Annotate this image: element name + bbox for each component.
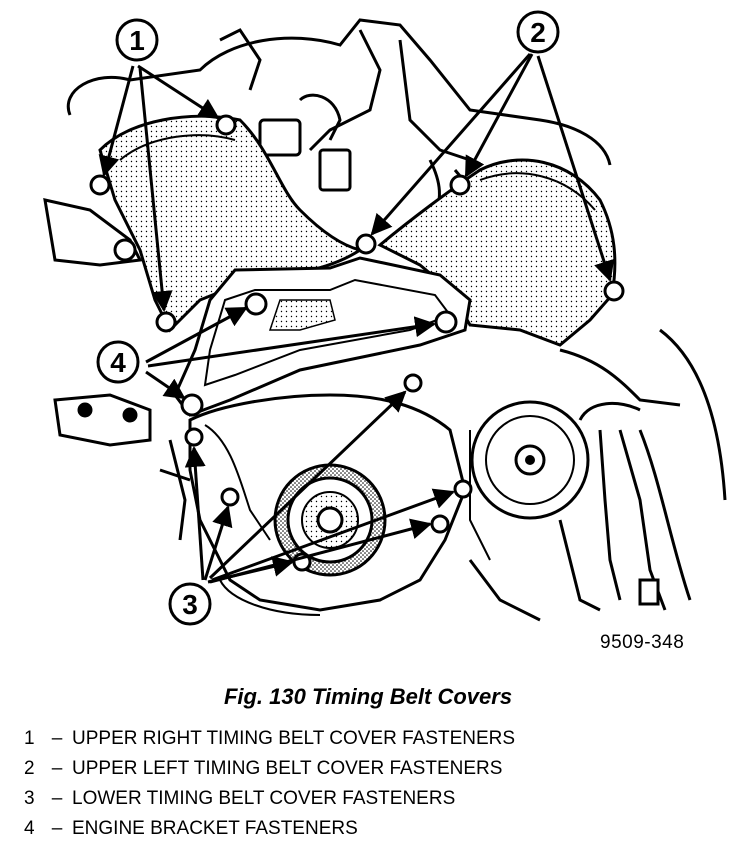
accessory-pulley (469, 400, 590, 561)
legend-item: 2–UPPER LEFT TIMING BELT COVER FASTENERS (24, 754, 515, 784)
crankshaft-damper (273, 463, 387, 577)
legend-text: LOWER TIMING BELT COVER FASTENERS (72, 788, 456, 809)
fastener-4a (244, 292, 268, 316)
svg-text:3: 3 (182, 589, 198, 620)
legend-number: 3 (24, 788, 35, 809)
fastener-1c (155, 311, 177, 333)
legend-number: 4 (24, 818, 35, 839)
fastener-4b (434, 310, 458, 334)
legend-item: 1–UPPER RIGHT TIMING BELT COVER FASTENER… (24, 724, 515, 754)
fastener-3a (184, 427, 204, 447)
hoses-and-lines (468, 328, 727, 622)
fastener-2a (355, 233, 377, 255)
legend-number: 1 (24, 728, 35, 749)
legend-text: UPPER RIGHT TIMING BELT COVER FASTENERS (72, 728, 516, 749)
engine-block (66, 18, 612, 241)
callout-4: 4 (96, 340, 140, 384)
fastener-3e (453, 479, 473, 499)
callout-2: 2 (516, 10, 560, 54)
fastener-4c (180, 393, 204, 417)
leader-lines (98, 53, 615, 584)
fastener-1b (215, 114, 237, 136)
svg-text:2: 2 (530, 17, 546, 48)
fastener-1a (89, 174, 111, 196)
fastener-2b (449, 174, 471, 196)
left-bracket (43, 198, 191, 541)
engine-illustration: 1 2 3 4 (43, 10, 727, 626)
legend-dash: – (51, 788, 63, 809)
callout-1: 1 (115, 18, 159, 62)
svg-text:4: 4 (110, 347, 126, 378)
legend-dash: – (51, 818, 63, 839)
svg-text:1: 1 (129, 25, 145, 56)
drawing-id: 9509-348 (600, 632, 685, 653)
figure-caption: Fig. 130 Timing Belt Covers (223, 684, 513, 709)
callout-3: 3 (168, 582, 212, 626)
legend-item: 4–ENGINE BRACKET FASTENERS (24, 814, 515, 844)
legend: 1–UPPER RIGHT TIMING BELT COVER FASTENER… (24, 724, 515, 844)
legend-dash: – (51, 728, 63, 749)
legend-text: ENGINE BRACKET FASTENERS (72, 818, 358, 839)
legend-dash: – (51, 758, 63, 779)
fastener-3d (430, 514, 450, 534)
fasteners (89, 114, 625, 572)
fastener-2c (603, 280, 625, 302)
fastener-3f (403, 373, 423, 393)
fastener-3b (220, 487, 240, 507)
legend-item: 3–LOWER TIMING BELT COVER FASTENERS (24, 784, 515, 814)
legend-number: 2 (24, 758, 35, 779)
legend-text: UPPER LEFT TIMING BELT COVER FASTENERS (72, 758, 503, 779)
